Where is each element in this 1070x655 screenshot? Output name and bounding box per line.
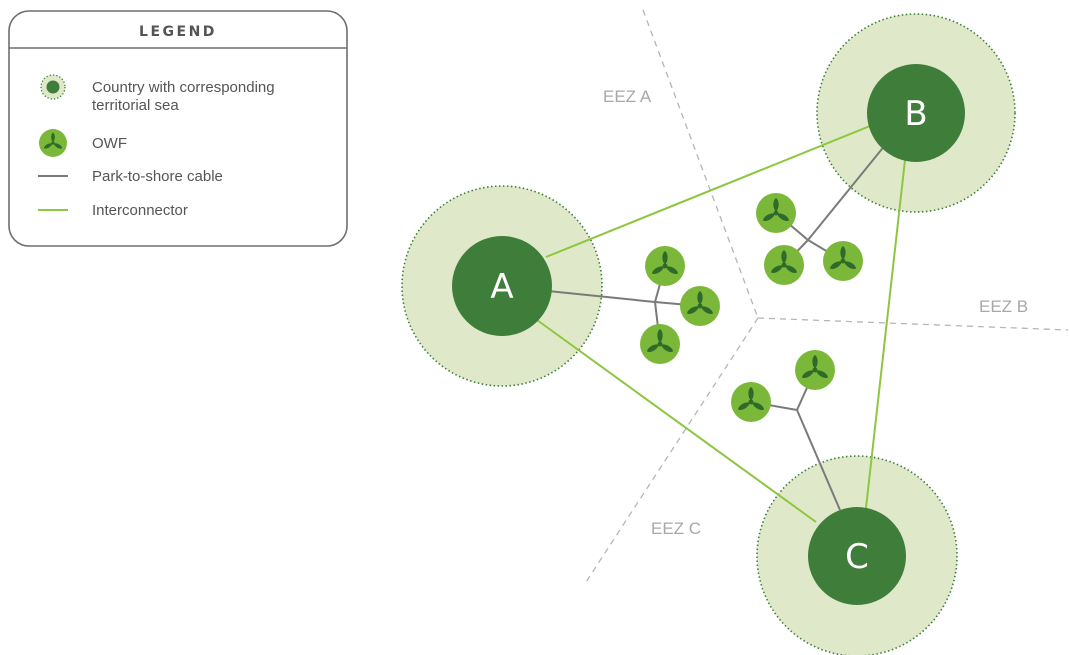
cable-c-junction <box>796 409 841 511</box>
legend-item-country: Country with corresponding territorial s… <box>40 74 275 114</box>
owf-b3 <box>823 241 863 281</box>
country-label-b: B <box>904 94 927 134</box>
country-label-c: C <box>845 537 869 577</box>
country-label-a: A <box>490 267 513 307</box>
legend-label-interconnector: Interconnector <box>92 202 188 219</box>
eez-label-b: EEZ B <box>979 297 1028 316</box>
eez-label-c: EEZ C <box>651 519 701 538</box>
legend-item-owf: OWF <box>39 129 127 157</box>
owf-c2 <box>731 382 771 422</box>
legend-box <box>8 10 348 247</box>
legend-label-owf: OWF <box>92 135 127 152</box>
country-b <box>867 64 965 162</box>
legend-title: LEGEND <box>139 24 217 40</box>
country-c <box>808 507 906 605</box>
countries <box>452 64 965 605</box>
cable-a-junction <box>547 290 656 303</box>
owf-a1 <box>645 246 685 286</box>
interconnector-a-c <box>536 319 817 523</box>
interconnector-a-b <box>545 125 871 258</box>
owf-b2 <box>764 245 804 285</box>
eez-boundary-ac <box>585 317 759 583</box>
park-to-shore-cables <box>547 143 887 511</box>
wind-turbine-icon <box>39 129 67 157</box>
owf-a3 <box>640 324 680 364</box>
legend: LEGEND Country with corresponding territ… <box>8 10 348 247</box>
owf-a2 <box>680 286 720 326</box>
legend-item-park-to-shore-cable: Park-to-shore cable <box>38 168 223 185</box>
interconnector-b-c <box>865 159 906 509</box>
legend-label-country-line2: territorial sea <box>92 97 179 114</box>
country-labels: A B C <box>490 94 927 577</box>
owf-c1 <box>795 350 835 390</box>
eez-label-a: EEZ A <box>603 87 652 106</box>
eez-labels: EEZ A EEZ B EEZ C <box>603 87 1028 538</box>
eez-boundaries <box>585 9 1069 583</box>
legend-label-park-to-shore-cable: Park-to-shore cable <box>92 168 223 185</box>
legend-item-interconnector: Interconnector <box>38 202 188 219</box>
offshore-wind-farms <box>640 193 863 422</box>
country-territorial-sea-icon <box>40 74 66 100</box>
interconnectors <box>536 125 906 523</box>
country-a <box>452 236 552 336</box>
cable-b-junction <box>807 143 887 241</box>
owf-b1 <box>756 193 796 233</box>
legend-label-country-line1: Country with corresponding <box>92 79 275 96</box>
eez-boundary-bc <box>757 317 1069 331</box>
